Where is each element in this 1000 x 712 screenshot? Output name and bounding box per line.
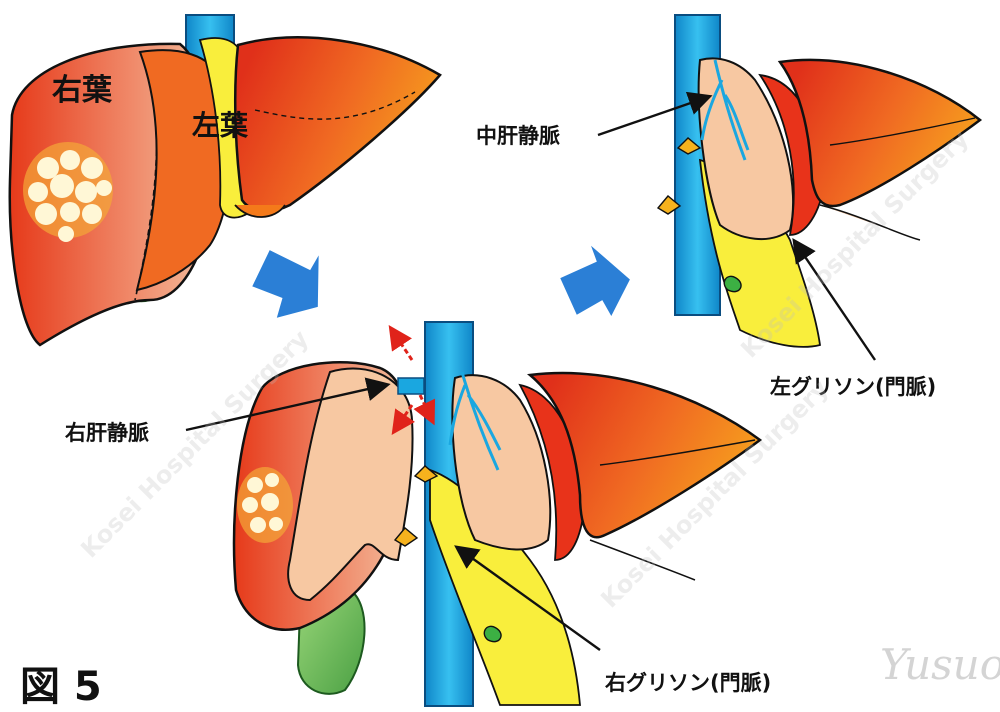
signature: Yusuo	[880, 640, 1000, 689]
arrow-right-blue-icon	[553, 237, 639, 328]
label-left-lobe: 左葉	[192, 109, 249, 142]
liver-left-remnant	[658, 15, 980, 347]
arrow-right-blue-icon	[242, 233, 340, 333]
tumor-bottom	[237, 467, 293, 543]
label-left-glisson: 左グリソン(門脈)	[770, 375, 936, 399]
ligament-bottom	[590, 540, 695, 580]
left-lobe-shape	[235, 37, 440, 211]
liver-whole	[10, 15, 440, 345]
label-right-lobe: 右葉	[52, 73, 113, 108]
ligament-top-right	[820, 205, 920, 240]
liver-right-resection	[234, 322, 760, 706]
label-right-hepatic-vein: 右肝静脈	[65, 421, 149, 445]
right-hepatic-vein-stump	[398, 378, 424, 394]
figure-label: 図 5	[20, 654, 102, 712]
label-middle-hepatic-vein: 中肝静脈	[476, 124, 560, 148]
label-right-glisson: 右グリソン(門脈)	[605, 671, 771, 695]
